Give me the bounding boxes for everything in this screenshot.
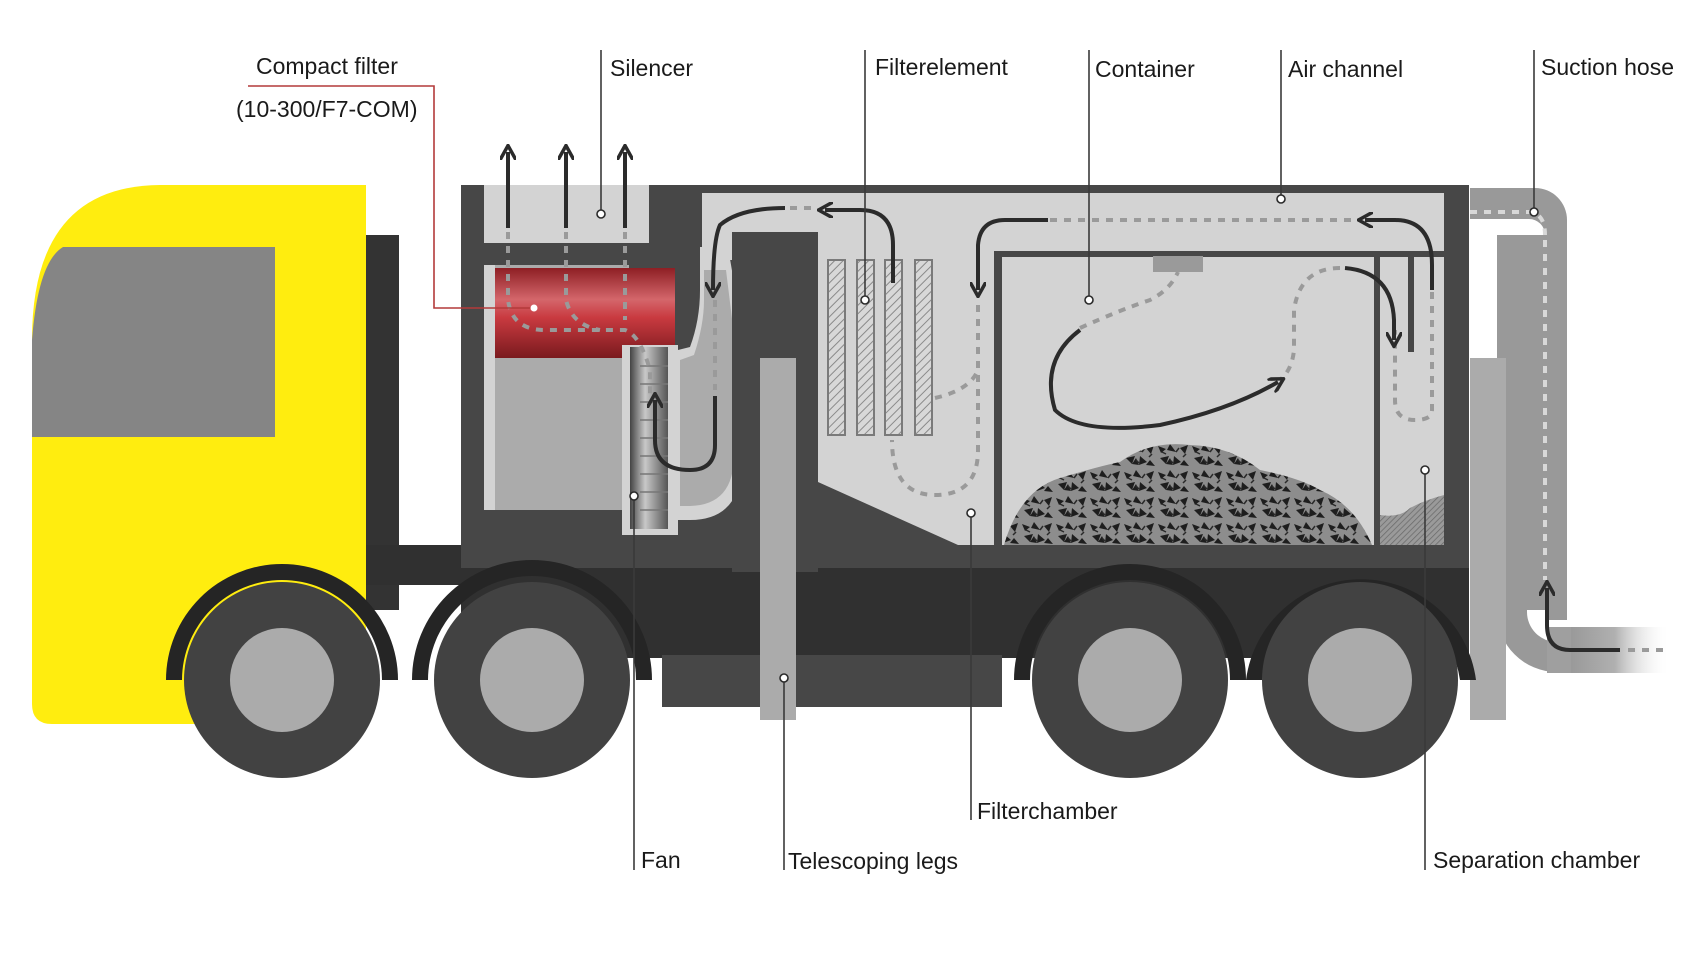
label-silencer: Silencer [610,55,693,81]
wheels [166,560,1476,778]
label-filterelement: Filterelement [875,54,1009,80]
label-telescoping-legs: Telescoping legs [788,848,958,874]
label-air-channel: Air channel [1288,56,1403,82]
compact-filter [495,268,675,358]
label-filterchamber: Filterchamber [977,798,1118,824]
rear-support-leg [1470,358,1506,720]
callouts [248,50,1539,870]
label-fan: Fan [641,847,681,873]
label-suction-hose: Suction hose [1541,54,1674,80]
label-compact-filter: Compact filter [256,53,398,79]
debris-pile [1004,444,1372,545]
label-compact-filter-code: (10-300/F7-COM) [236,96,417,122]
label-separation-chamber: Separation chamber [1433,847,1640,873]
airflow [508,152,1665,652]
suction-hose [1470,188,1670,673]
label-container: Container [1095,56,1195,82]
filter-elements [827,259,933,436]
